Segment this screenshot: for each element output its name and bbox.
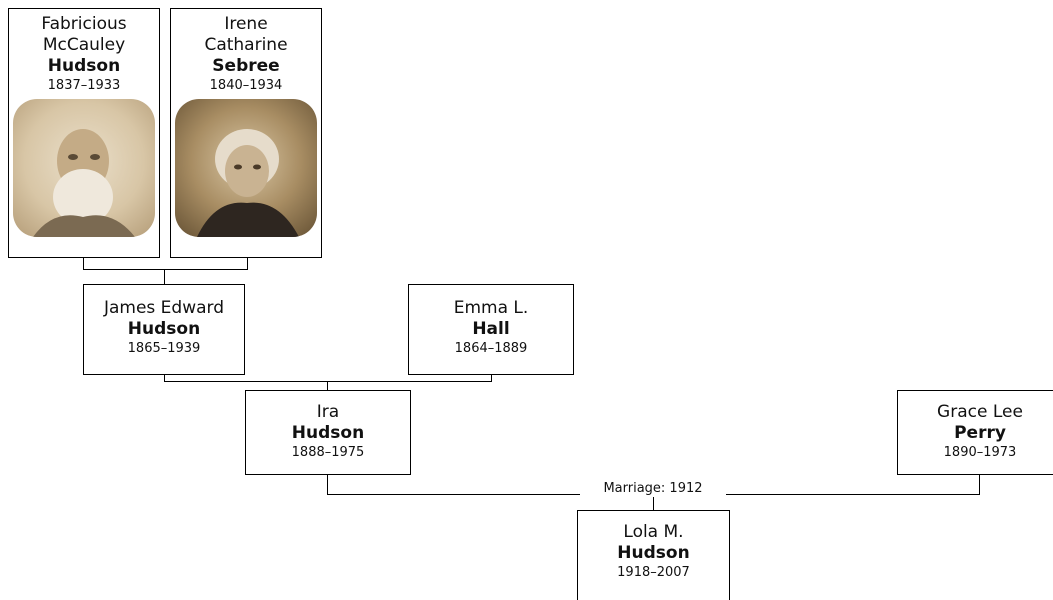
person-card-fabricious[interactable]: Fabricious McCauley Hudson 1837–1933: [8, 8, 160, 258]
person-card-emma[interactable]: Emma L. Hall 1864–1889: [408, 284, 574, 375]
person-card-irene[interactable]: Irene Catharine Sebree 1840–1934: [170, 8, 322, 258]
portrait-photo: [13, 99, 155, 237]
given-name: Grace Lee: [937, 402, 1023, 422]
surname: Perry: [954, 423, 1006, 443]
surname: Hudson: [47, 56, 121, 76]
given-name: Emma L.: [453, 298, 529, 318]
person-card-james[interactable]: James Edward Hudson 1865–1939: [83, 284, 245, 375]
life-dates: 1864–1889: [454, 341, 528, 356]
given-name: Lola M.: [623, 522, 684, 542]
portrait-photo: [175, 99, 317, 237]
marriage-label: Marriage: 1912: [580, 481, 726, 497]
surname: Hudson: [127, 319, 201, 339]
given-name: Ira: [316, 402, 340, 422]
surname: Hudson: [291, 423, 365, 443]
surname: Hudson: [617, 543, 690, 563]
life-dates: 1888–1975: [291, 445, 365, 460]
surname: Hall: [472, 319, 510, 339]
surname: Sebree: [212, 56, 280, 76]
person-card-grace[interactable]: Grace Lee Perry 1890–1973: [897, 390, 1053, 475]
given-name: James Edward: [103, 298, 225, 318]
life-dates: 1837–1933: [47, 78, 121, 93]
given-name: Fabricious McCauley: [41, 14, 127, 55]
connector-grandparents: [83, 257, 248, 284]
life-dates: 1890–1973: [943, 445, 1017, 460]
person-card-ira[interactable]: Ira Hudson 1888–1975: [245, 390, 411, 475]
connector-parents-james-emma: [164, 374, 492, 390]
given-name: Irene Catharine: [204, 14, 288, 55]
life-dates: 1840–1934: [209, 78, 283, 93]
person-card-lola[interactable]: Lola M. Hudson 1918–2007: [577, 510, 730, 600]
life-dates: 1918–2007: [617, 565, 690, 580]
life-dates: 1865–1939: [127, 341, 201, 356]
